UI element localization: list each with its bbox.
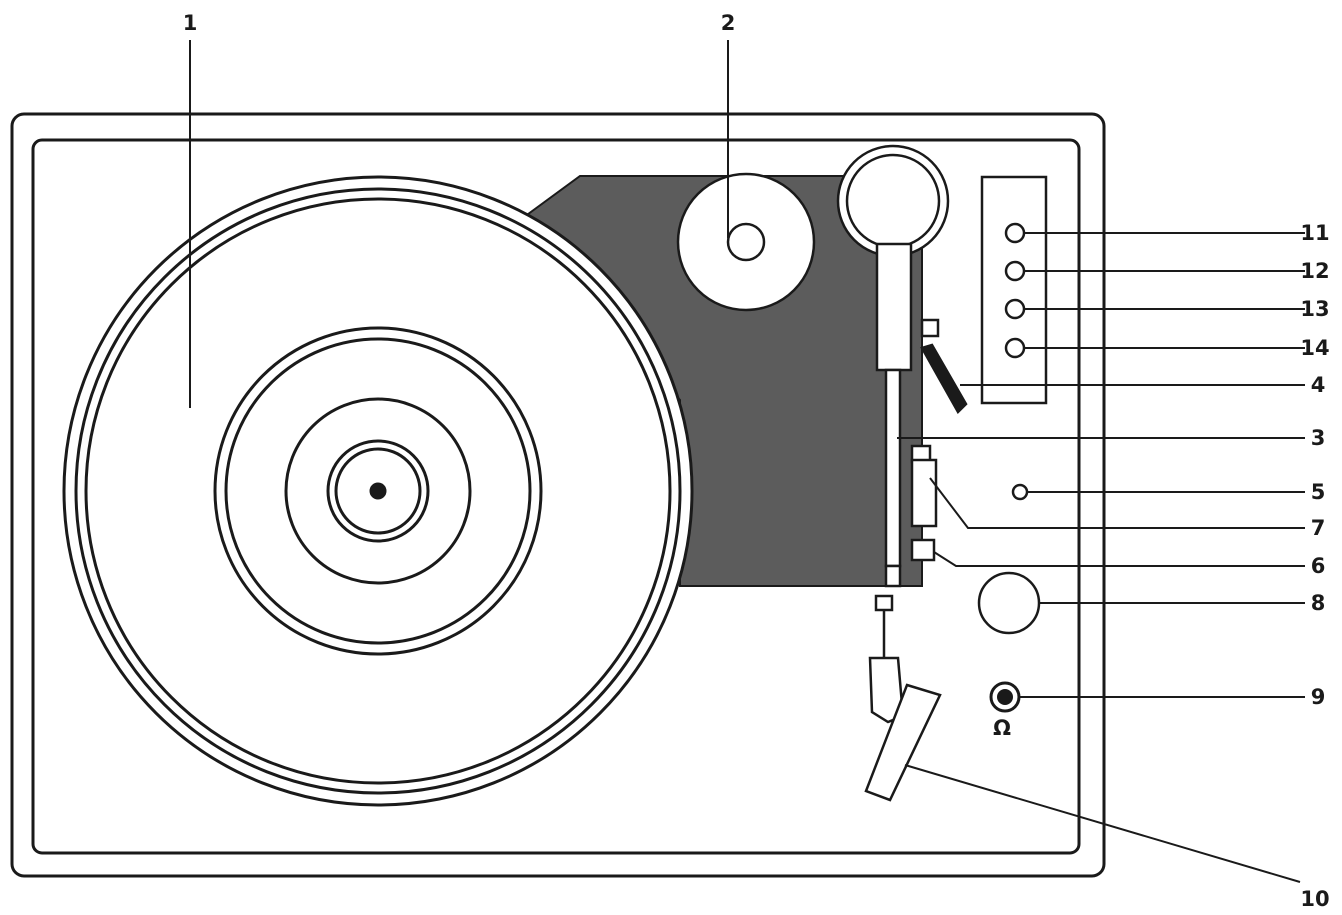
headphone-symbol: Ω: [993, 716, 1011, 740]
button-13: [1004, 298, 1026, 320]
callout-6: 6: [1311, 554, 1326, 578]
arm-clip: [874, 594, 894, 612]
platter-ring-1: [74, 187, 682, 795]
speaker-icon: [977, 571, 1041, 635]
lift-lever: [920, 343, 968, 415]
tonearm-icon: [836, 144, 950, 802]
callout-10: 10: [1300, 887, 1329, 911]
leader-lines: [189, 40, 1305, 883]
callout-12: 12: [1300, 259, 1329, 283]
lift-tab: [920, 318, 940, 338]
platter-ring-2: [84, 197, 672, 785]
button-11: [1004, 222, 1026, 244]
tonearm-tube: [884, 368, 902, 568]
callout-3: 3: [1311, 426, 1326, 450]
adapter-hole: [726, 222, 766, 262]
callout-11: 11: [1300, 221, 1329, 245]
record-label-ring: [284, 397, 472, 585]
leader-6: [933, 551, 1305, 567]
leader-10: [904, 764, 1301, 883]
callout-7: 7: [1311, 516, 1326, 540]
callout-8: 8: [1311, 591, 1326, 615]
tonearm-joint: [884, 564, 902, 588]
tonearm-neck: [875, 242, 913, 372]
indicator-light: [1011, 483, 1029, 501]
arm-rest: [910, 458, 938, 528]
button-12: [1004, 260, 1026, 282]
button-14: [1004, 337, 1026, 359]
callout-1: 1: [183, 11, 198, 35]
callout-labels: 1 2 3 4 5 6 7 8 9 10 11 12 13 14: [183, 11, 1330, 911]
platter-icon: [62, 175, 694, 807]
callout-5: 5: [1311, 480, 1326, 504]
control-strip: [980, 175, 1048, 405]
record-groove-2: [224, 337, 532, 645]
record-groove-outer: [213, 326, 543, 656]
headphone-icon: Ω: [989, 681, 1021, 740]
control-strip-frame: [980, 175, 1048, 405]
adapter-icon: [676, 172, 816, 312]
spindle-ring-inner: [334, 447, 422, 535]
arm-lift: [910, 318, 968, 562]
cue-lever: [864, 683, 942, 802]
callout-14: 14: [1300, 336, 1329, 360]
arm-rest-lower: [910, 538, 936, 562]
callout-9: 9: [1311, 685, 1326, 709]
callout-2: 2: [721, 11, 736, 35]
callout-13: 13: [1300, 297, 1329, 321]
counterweight-inner: [845, 153, 941, 249]
headphone-jack-inner: [997, 689, 1013, 705]
leader-7: [929, 477, 1305, 529]
callout-4: 4: [1311, 373, 1326, 397]
spindle: [369, 482, 387, 500]
cabinet-inner: [31, 138, 1081, 855]
spindle-ring-outer: [326, 439, 430, 543]
